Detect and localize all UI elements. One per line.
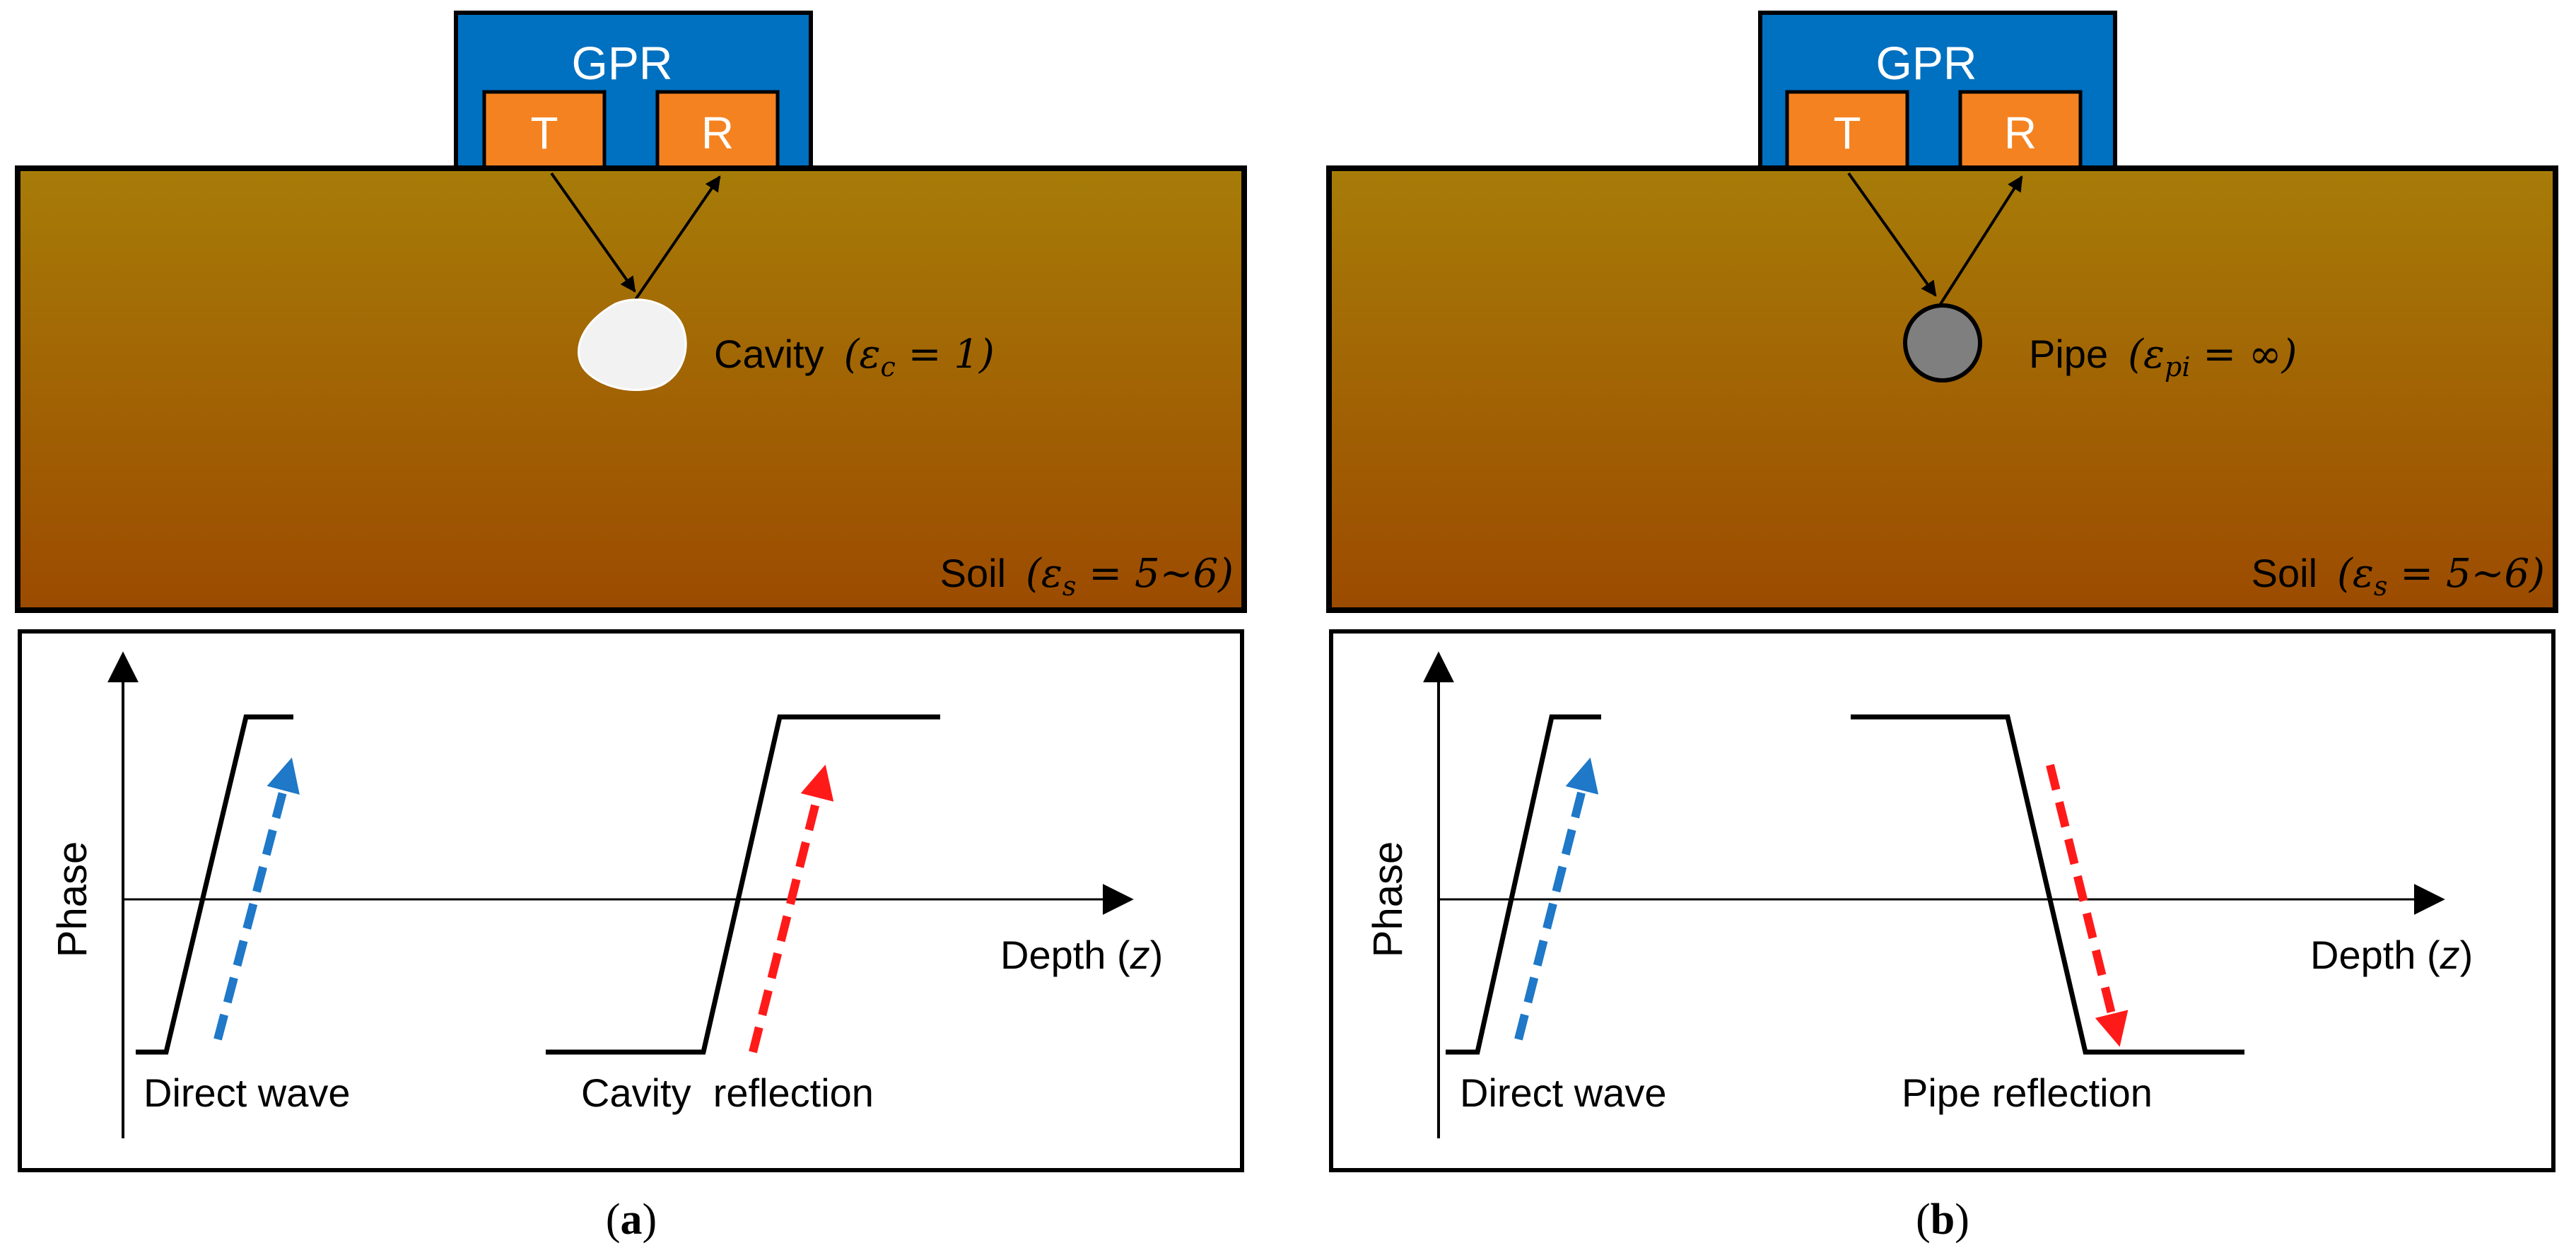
- direct-wave-arrow: [1514, 757, 1599, 1041]
- soil-name: Soil: [2252, 551, 2317, 595]
- gpr-device: GPR T R: [454, 11, 813, 170]
- cavity-eq-sub: c: [881, 351, 896, 383]
- gpr-device: GPR T R: [1758, 11, 2117, 170]
- soil-eq: (ε: [1026, 551, 1062, 597]
- cavity-reflection-arrow: [749, 764, 834, 1053]
- receiver-label: R: [2004, 107, 2037, 158]
- direct-wave-label: Direct wave: [144, 1070, 351, 1115]
- depth-var: z: [2440, 933, 2460, 977]
- gpr-label: GPR: [571, 37, 672, 89]
- depth-close: ): [2460, 933, 2473, 977]
- cavity-eq-rest: = 1): [896, 332, 995, 378]
- soil-eq-sub: s: [2374, 571, 2388, 602]
- depth-axis-label: Depth (z): [2310, 933, 2473, 977]
- soil-eq-rest: = 5~6): [1076, 551, 1234, 597]
- phase-axis-label: Phase: [49, 841, 95, 957]
- direct-wave-arrow: [213, 757, 300, 1041]
- depth-text: Depth (: [2310, 933, 2440, 977]
- cavity-name: Cavity: [714, 332, 824, 376]
- pipe-eq: (ε: [2128, 332, 2165, 378]
- reflected-ray-arrow: [633, 175, 721, 302]
- pipe-eq-sub: pi: [2165, 351, 2190, 383]
- depth-axis-label: Depth (z): [1000, 933, 1163, 977]
- soil-layer: [1326, 165, 2558, 613]
- pipe-name: Pipe: [2029, 332, 2108, 376]
- cavity-icon: [578, 298, 687, 391]
- direct-wave-label: Direct wave: [1460, 1070, 1667, 1115]
- phase-axis-label: Phase: [1365, 841, 1411, 957]
- cavity-reflection-phase-curve: [546, 714, 940, 1055]
- phase-plot-frame: [1329, 629, 2555, 1172]
- cavity-annotation: Cavity (εc = 1): [714, 332, 995, 383]
- soil-eq-rest: = 5~6): [2387, 551, 2545, 597]
- pipe-reflection-phase-curve: [1851, 714, 2244, 1055]
- cavity-eq: (ε: [844, 332, 881, 378]
- incident-ray-arrow: [550, 172, 636, 293]
- soil-eq: (ε: [2337, 551, 2374, 597]
- receiver-label: R: [701, 107, 734, 158]
- gpr-label: GPR: [1875, 37, 1977, 89]
- pipe-reflection-arrow: [2046, 764, 2129, 1047]
- pipe-annotation: Pipe (εpi = ∞): [2029, 332, 2297, 383]
- soil-annotation: Soil (εs = 5~6): [2252, 551, 2545, 602]
- soil-annotation: Soil (εs = 5~6): [940, 551, 1234, 602]
- pipe-eq-rest: = ∞): [2190, 332, 2297, 378]
- caption-b: (b): [1916, 1196, 1969, 1244]
- phase-plot-frame: [18, 629, 1244, 1172]
- soil-eq-sub: s: [1062, 571, 1077, 602]
- transmitter-antenna: [1785, 90, 1909, 170]
- direct-wave-phase-curve: [1446, 714, 1601, 1055]
- pipe-icon: [1903, 303, 1982, 383]
- reflected-ray-arrow: [1939, 175, 2023, 305]
- depth-var: z: [1130, 933, 1150, 977]
- cavity-reflection-label: Cavity reflection: [581, 1070, 874, 1115]
- transmitter-label: T: [1833, 107, 1861, 158]
- panel-b: GPR T R Pipe (εpi = ∞) Soil (εs = 5~6) P…: [1326, 11, 2558, 1244]
- direct-wave-phase-curve: [136, 714, 293, 1055]
- soil-name: Soil: [940, 551, 1006, 595]
- pipe-reflection-label: Pipe reflection: [1902, 1070, 2153, 1115]
- panel-a: GPR T R Cavity (εc = 1) Soil (εs = 5~6) …: [15, 11, 1247, 1244]
- depth-text: Depth (: [1000, 933, 1130, 977]
- incident-ray-arrow: [1847, 172, 1937, 297]
- caption-a: (a): [606, 1196, 657, 1244]
- transmitter-label: T: [530, 107, 558, 158]
- depth-close: ): [1150, 933, 1164, 977]
